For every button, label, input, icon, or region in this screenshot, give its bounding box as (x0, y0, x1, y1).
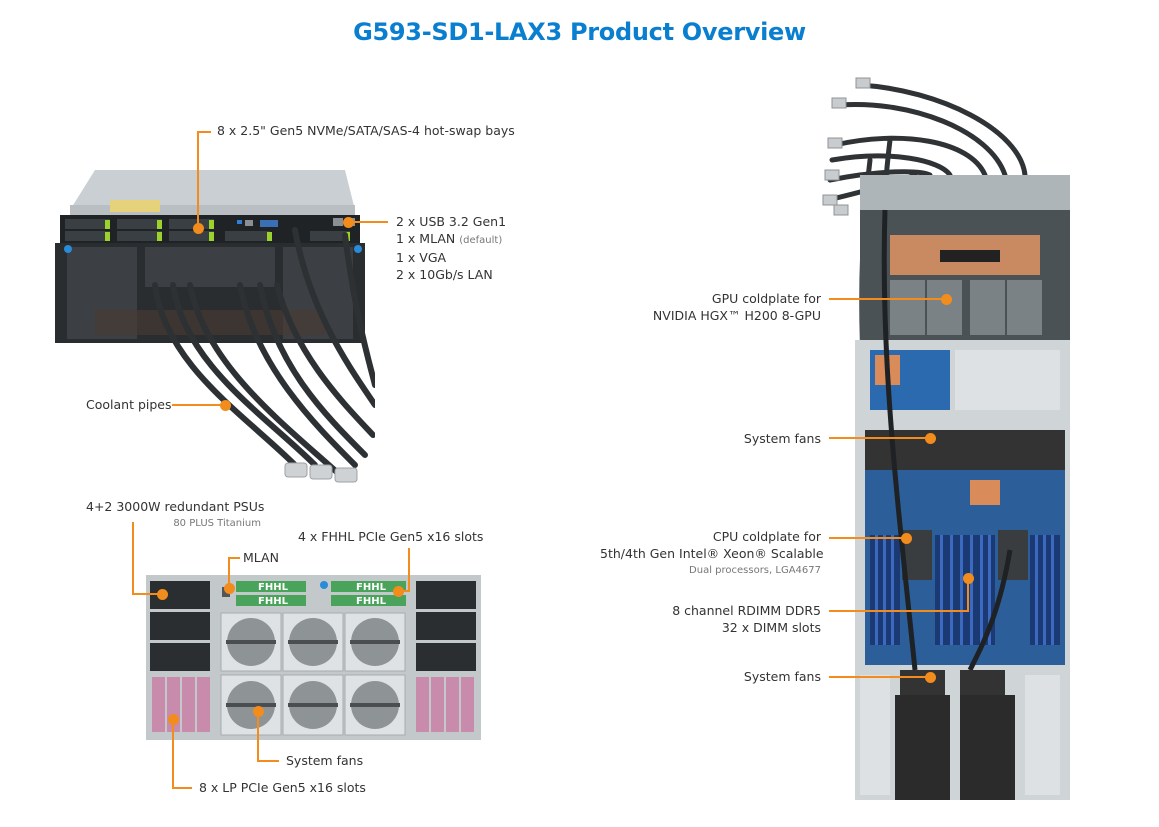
fhhl-slot-text: FHHL (258, 596, 289, 607)
bottom-system-fans-label: System fans (743, 669, 821, 684)
callout-dot (901, 533, 912, 544)
leader-line (398, 590, 410, 592)
cpu-coldplate-label: CPU coldplate for 5th/4th Gen Intel® Xeo… (600, 528, 824, 579)
rear-system-fans-label: System fans (286, 753, 364, 768)
leader-line (829, 298, 945, 300)
lan-ports-label: 2 x 10Gb/s LAN (396, 267, 493, 282)
leader-line (197, 131, 211, 133)
leader-line (257, 712, 259, 761)
fhhl-slot-text: FHHL (356, 596, 387, 607)
mlan-port-label: 1 x MLAN (default) (396, 231, 503, 246)
callout-dot (393, 586, 404, 597)
psu-label: 4+2 3000W redundant PSUs (86, 499, 265, 514)
leader-line (172, 404, 224, 406)
callout-dot (343, 217, 354, 228)
rear-server-image: FHHL FHHL FHHL FHHL (146, 575, 481, 740)
fhhl-slots-label: 4 x FHHL PCIe Gen5 x16 slots (298, 529, 484, 544)
lp-slots-label: 8 x LP PCIe Gen5 x16 slots (199, 780, 366, 795)
callout-dot (925, 433, 936, 444)
callout-dot (963, 573, 974, 584)
top-server-image (822, 77, 1070, 800)
dimm-label: 8 channel RDIMM DDR5 32 x DIMM slots (672, 603, 821, 635)
leader-line (829, 537, 905, 539)
leader-line (829, 437, 929, 439)
callout-dot (925, 672, 936, 683)
callout-dot (193, 223, 204, 234)
leader-line (132, 522, 134, 594)
callout-dot (168, 714, 179, 725)
leader-line (172, 787, 192, 789)
leader-line (348, 221, 388, 223)
leader-line (967, 578, 969, 611)
coolant-pipes-label: Coolant pipes (86, 397, 172, 412)
psu-note: 80 PLUS Titanium (173, 518, 261, 529)
mlan-note: (default) (459, 235, 503, 246)
leader-line (132, 593, 162, 595)
fhhl-slot-text: FHHL (258, 582, 289, 593)
leader-line (408, 548, 410, 591)
io-ports-label: 2 x USB 3.2 Gen1 1 x MLAN (default) 1 x … (396, 213, 506, 283)
page-title: G593-SD1-LAX3 Product Overview (353, 18, 806, 46)
leader-line (197, 131, 199, 227)
leader-line (172, 720, 174, 788)
leader-line (228, 557, 230, 587)
front-server-image (55, 170, 375, 483)
leader-line (829, 676, 929, 678)
callout-dot (224, 583, 235, 594)
cpu-note: Dual processors, LGA4677 (689, 565, 821, 576)
fhhl-slot-text: FHHL (356, 582, 387, 593)
usb-ports-label: 2 x USB 3.2 Gen1 (396, 214, 507, 229)
gpu-coldplate-label: GPU coldplate for NVIDIA HGX™ H200 8-GPU (652, 291, 821, 323)
drive-bays-label: 8 x 2.5" Gen5 NVMe/SATA/SAS-4 hot-swap b… (217, 123, 515, 138)
callout-dot (941, 294, 952, 305)
mid-system-fans-label: System fans (743, 431, 821, 446)
leader-line (257, 760, 279, 762)
callout-dot (220, 400, 231, 411)
callout-dot (157, 589, 168, 600)
mlan-label: MLAN (243, 550, 279, 565)
leader-line (829, 610, 969, 612)
leader-line (228, 557, 240, 559)
vga-port-label: 1 x VGA (396, 250, 447, 265)
callout-dot (253, 706, 264, 717)
